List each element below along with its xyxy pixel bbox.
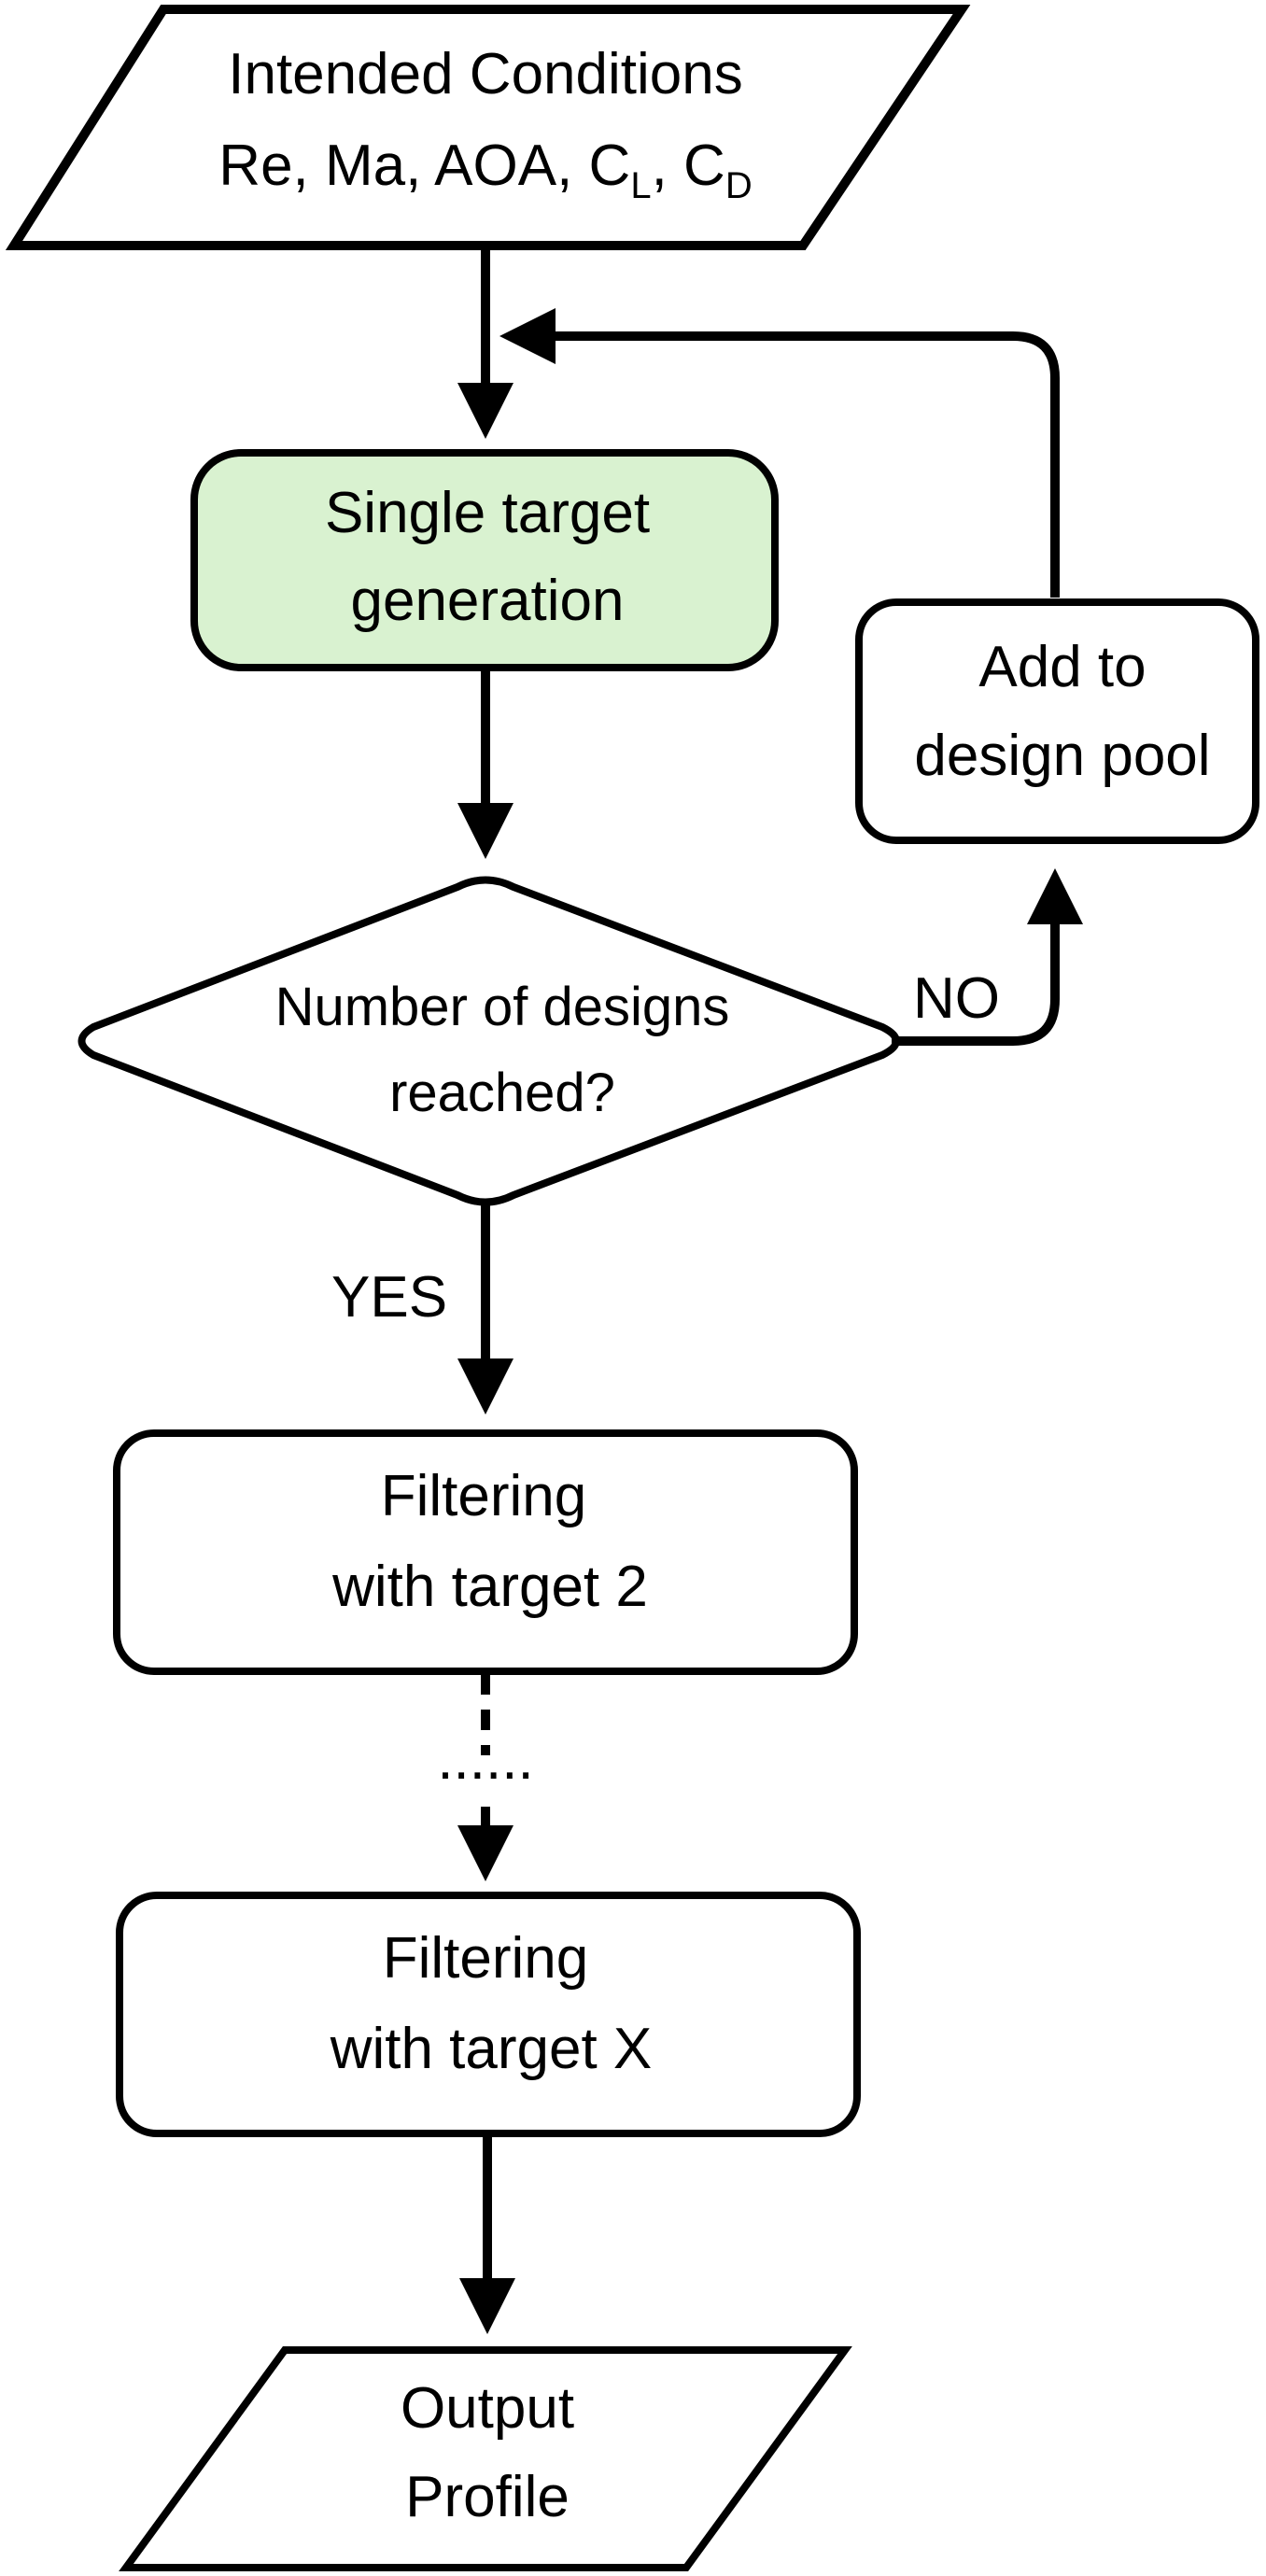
design-pool-line1: Add to (978, 635, 1146, 699)
ellipsis-label: ...... (437, 1727, 533, 1792)
single-target-generation-node: Single target generation (190, 449, 779, 671)
intended-conditions-node: Intended Conditions Re, Ma, AOA, CL, CD (5, 5, 971, 250)
intended-conditions-params: Re, Ma, AOA, CL, CD (218, 134, 752, 206)
filter-target-2-node: Filtering with target 2 (113, 1429, 858, 1675)
intended-conditions-title: Intended Conditions (228, 42, 743, 106)
filter-target-2-shape (113, 1429, 858, 1675)
cd-subscript: D (725, 165, 753, 206)
output-profile-shape (119, 2346, 852, 2571)
filter-target-x-line1: Filtering (383, 1926, 589, 1991)
filter-target-x-node: Filtering with target X (116, 1892, 861, 2137)
arrow-loop-back (499, 308, 1060, 598)
intended-conditions-shape (5, 5, 971, 250)
filter-target-2-line1: Filtering (381, 1464, 587, 1528)
cl-subscript: L (630, 165, 651, 206)
design-pool-shape (855, 598, 1259, 844)
arrow-no-branch (892, 868, 1083, 1046)
edge-label-no: NO (913, 966, 1000, 1031)
filter-target-2-line2: with target 2 (331, 1555, 648, 1619)
single-target-line2: generation (350, 569, 624, 633)
output-line1: Output (401, 2376, 574, 2441)
single-target-generation-shape (190, 449, 779, 671)
decision-line1: Number of designs (275, 977, 730, 1037)
params-separator: , C (652, 134, 725, 198)
edge-label-yes: YES (331, 1265, 447, 1330)
decision-node: Number of designs reached? (77, 876, 900, 1206)
output-line2: Profile (405, 2465, 570, 2529)
filter-target-x-line2: with target X (330, 2017, 653, 2081)
single-target-line1: Single target (325, 481, 650, 545)
design-pool-line2: design pool (914, 724, 1210, 788)
decision-line2: reached? (389, 1063, 615, 1123)
params-prefix: Re, Ma, AOA, C (218, 134, 630, 198)
decision-shape (77, 876, 900, 1206)
design-pool-node: Add to design pool (855, 598, 1259, 844)
filter-target-x-shape (116, 1892, 861, 2137)
output-profile-node: Output Profile (119, 2346, 852, 2571)
